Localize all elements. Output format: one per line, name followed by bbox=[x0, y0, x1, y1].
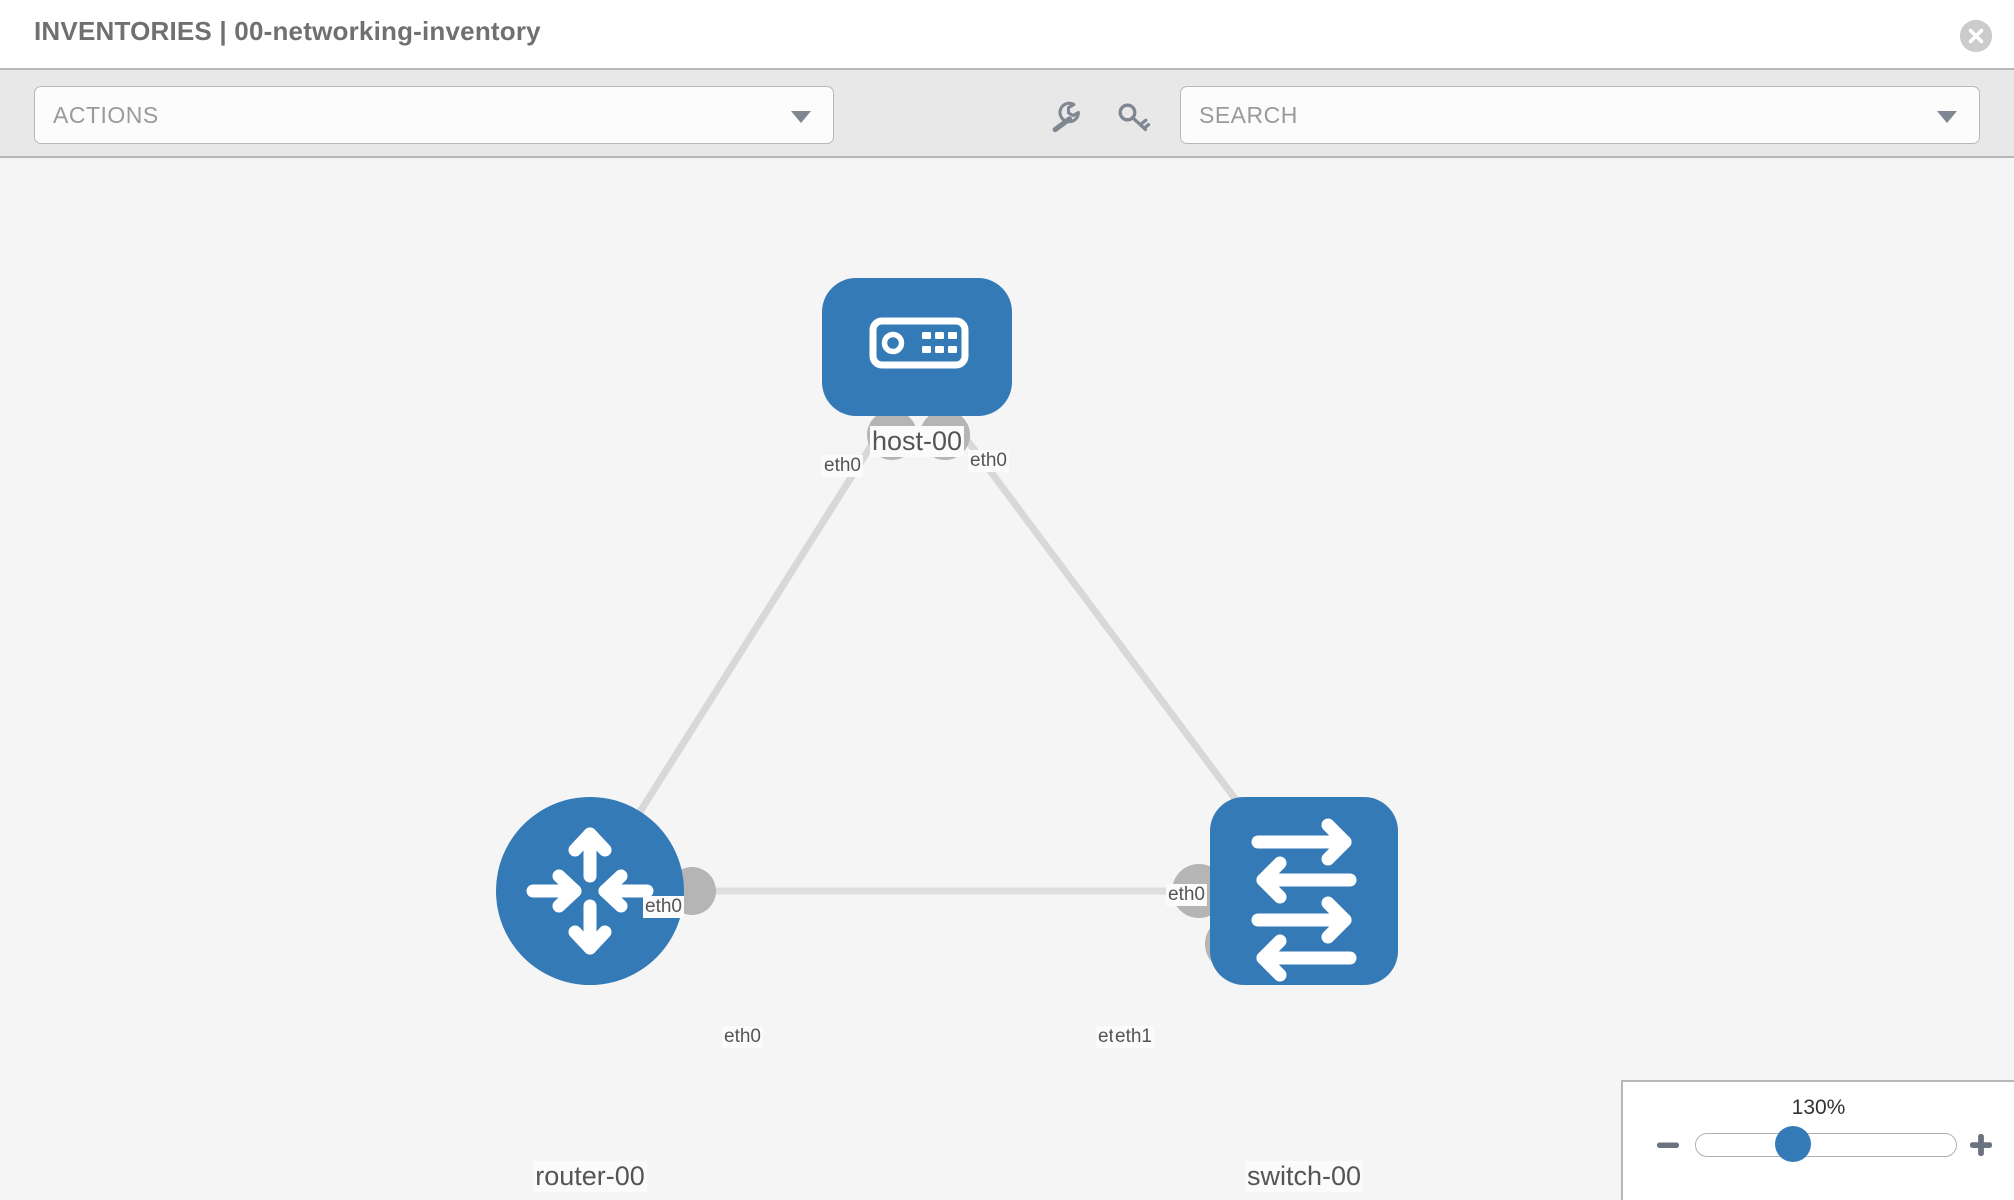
actions-dropdown-label: ACTIONS bbox=[53, 102, 159, 128]
edge-label-router-right: eth0 bbox=[722, 1026, 763, 1048]
key-icon[interactable] bbox=[1113, 98, 1153, 138]
edge-label-switch-up: eth0 bbox=[1166, 884, 1207, 906]
node-switch-00 bbox=[1210, 797, 1398, 985]
node-label-switch: switch-00 bbox=[1244, 1161, 1364, 1192]
close-icon[interactable] bbox=[1960, 20, 1992, 52]
edge-label-host-right: eth0 bbox=[968, 450, 1009, 472]
zoom-control-panel: 130% bbox=[1621, 1080, 2014, 1200]
zoom-slider-thumb[interactable] bbox=[1775, 1126, 1811, 1162]
search-input[interactable]: SEARCH bbox=[1180, 86, 1980, 144]
zoom-percent-label: 130% bbox=[1791, 1096, 1846, 1119]
topology-graph bbox=[496, 278, 1398, 985]
edge-label-switch-left-b: eth1 bbox=[1113, 1026, 1154, 1048]
chevron-down-icon bbox=[791, 111, 811, 123]
minus-icon[interactable] bbox=[1653, 1130, 1683, 1160]
chevron-down-icon bbox=[1937, 111, 1957, 123]
search-placeholder: SEARCH bbox=[1199, 102, 1298, 128]
plus-icon[interactable] bbox=[1966, 1130, 1996, 1160]
page-header: INVENTORIES | 00-networking-inventory bbox=[0, 0, 2014, 68]
zoom-slider-track[interactable] bbox=[1695, 1133, 1957, 1157]
node-label-host: host-00 bbox=[869, 426, 965, 457]
topology-canvas[interactable]: host-00 router-00 switch-00 eth0 eth0 et… bbox=[0, 158, 2014, 1200]
actions-dropdown[interactable]: ACTIONS bbox=[34, 86, 834, 144]
wrench-icon[interactable] bbox=[1045, 98, 1085, 138]
edge-label-router-up: eth0 bbox=[643, 896, 684, 918]
node-label-router: router-00 bbox=[533, 1161, 647, 1192]
page-title: INVENTORIES | 00-networking-inventory bbox=[34, 16, 541, 46]
node-host-00 bbox=[822, 278, 1012, 416]
toolbar: ACTIONS SEARCH bbox=[0, 68, 2014, 158]
edge-label-host-left: eth0 bbox=[822, 455, 863, 477]
node-router-00 bbox=[496, 797, 684, 985]
